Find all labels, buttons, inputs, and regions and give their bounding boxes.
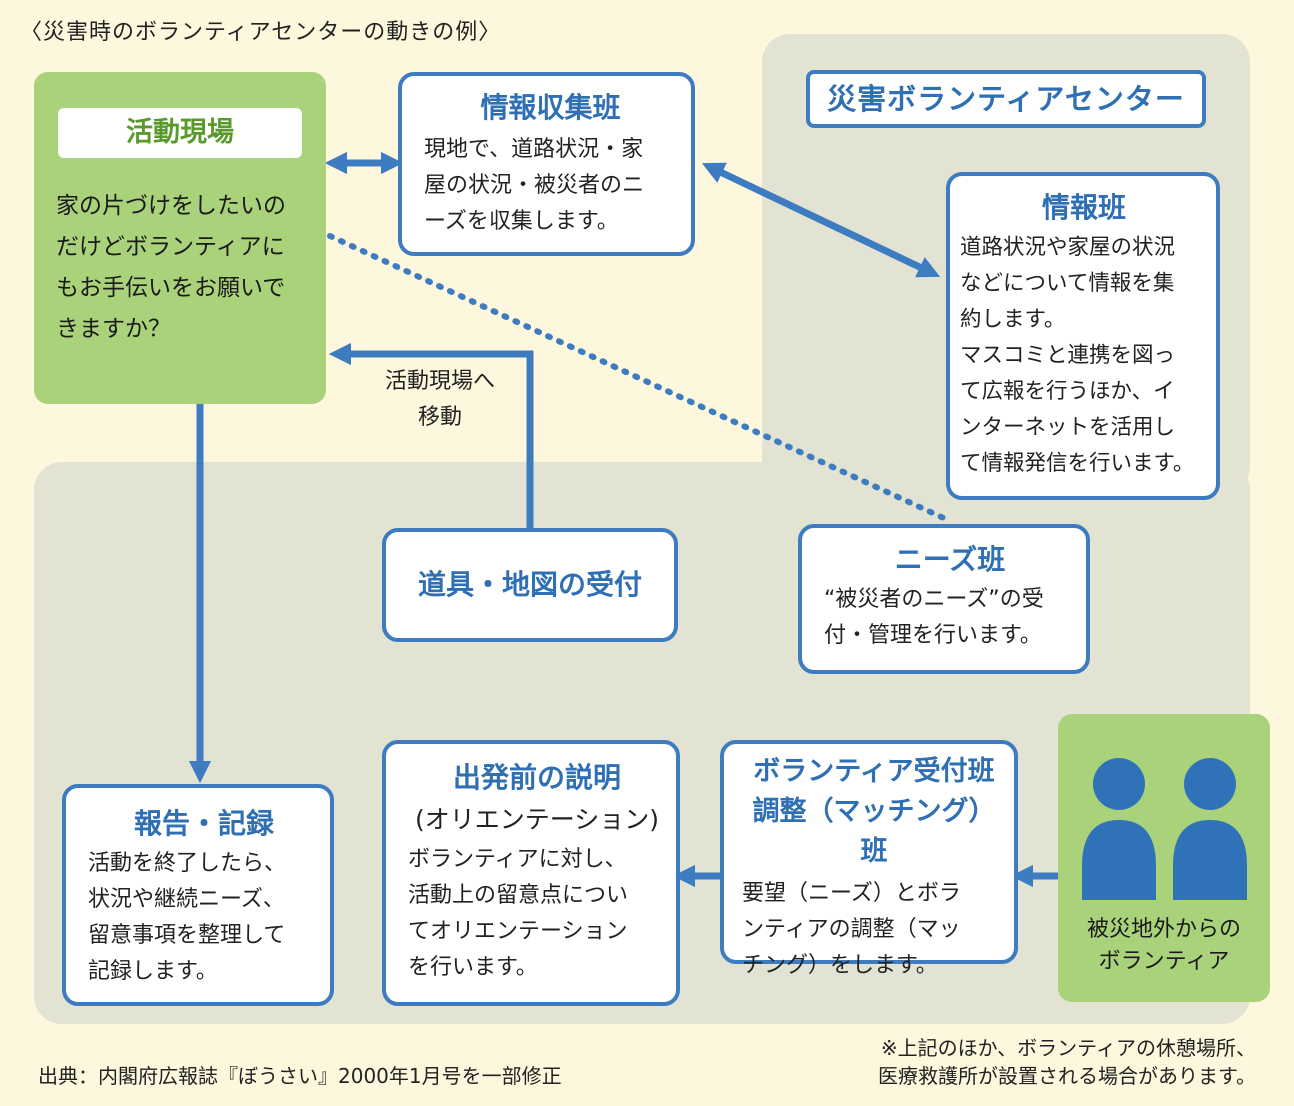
briefing-text: ボランティアに対し、 活動上の留意点につい てオリエンテーション を行います。 [408,842,666,986]
volunteers-people-icon [1082,758,1247,900]
info-team-text: 道路状況や家屋の状況 などについて情報を集 約します。 マスコミと連携を図っ て… [960,230,1208,482]
arrow-collection-infoteam [701,162,941,278]
text-line: 被災地外からの [1086,917,1241,942]
reception-title-2: 調整（マッチング）班 [752,796,996,867]
text-line: 要望（ニーズ）とボラ [742,881,961,906]
info-team-card: 情報班 道路状況や家屋の状況 などについて情報を集 約します。 マスコミと連携を… [946,172,1220,500]
text-line: ボランティア [1098,949,1230,974]
text-line: 付・管理を行います。 [824,623,1042,648]
text-line: 活動現場へ [384,369,495,394]
text-line: を行います。 [408,955,538,980]
text-line: 留意事項を整理して [88,923,286,948]
text-line: 記録します。 [88,959,218,984]
text-line: 状況や継続ニーズ、 [88,887,285,912]
text-line: マスコミと連携を図っ [960,343,1176,368]
text-line: 約します。 [960,307,1066,332]
needs-team-text: “被災者のニーズ”の受 付・管理を行います。 [824,582,1076,654]
info-collection-title: 情報収集班 [480,91,621,124]
text-line: 屋の状況・被災者のニ [424,173,645,198]
text-line: 医療救護所が設置される場合があります。 [878,1064,1256,1088]
page-title: 〈災害時のボランティアセンターの動きの例〉 [20,20,502,45]
reception-card: ボランティア受付班 調整（マッチング）班 要望（ニーズ）とボラ ンティアの調整（… [720,740,1018,978]
activity-site-label: 活動現場 [54,104,306,162]
dotted-site-needs [327,233,951,523]
text-line: ーズを収集します。 [424,209,619,234]
briefing-subtitle: (オリエンテーション) [414,805,659,834]
briefing-card: 出発前の説明 (オリエンテーション) ボランティアに対し、 活動上の留意点につい… [382,740,680,1006]
footnote: ※上記のほか、ボランティアの休憩場所、 医療救護所が設置される場合があります。 [770,1034,1256,1090]
text-line: 道路状況や家屋の状況 [960,235,1176,260]
text-line: てオリエンテーション [408,919,628,944]
reception-text: 要望（ニーズ）とボラ ンティアの調整（マッ チング）をします。 [742,876,1006,984]
tools-map-title: 道具・地図の受付 [417,568,642,601]
arrow-tools-site [328,342,534,528]
needs-team-card: ニーズ班 “被災者のニーズ”の受 付・管理を行います。 [798,524,1090,674]
report-record-title: 報告・記録 [133,807,274,840]
text-line: 家の片づけをしたいの [56,193,286,219]
text-line: チング）をします。 [742,953,938,978]
text-line: だけどボランティアに [56,234,285,260]
text-line: 活動を終了したら、 [88,851,287,876]
report-record-text: 活動を終了したら、 状況や継続ニーズ、 留意事項を整理して 記録します。 [88,846,320,990]
outside-volunteers-label: 被災地外からの ボランティア [1058,914,1270,978]
info-collection-text: 現地で、道路状況・家 屋の状況・被災者のニ ーズを収集します。 [424,132,677,240]
move-to-site-label: 活動現場へ 移動 [370,364,510,436]
reception-title-1: ボランティア受付班 [753,756,995,787]
volunteer-center-title: 災害ボランティアセンター [806,70,1206,128]
tools-map-card: 道具・地図の受付 [382,528,678,642]
text-line: ンティアの調整（マッ [742,917,961,942]
text-line: 移動 [417,405,462,430]
text-line: 活動上の留意点につい [408,883,629,908]
needs-team-title: ニーズ班 [894,543,1006,576]
text-line: て広報を行うほか、イ [960,379,1175,404]
report-record-card: 報告・記録 活動を終了したら、 状況や継続ニーズ、 留意事項を整理して 記録しま… [62,784,334,1006]
text-line: などについて情報を集 [960,271,1175,296]
text-line: “被災者のニーズ”の受 [824,587,1044,612]
info-team-title: 情報班 [1041,191,1126,224]
text-line: もお手伝いをお願いで [56,275,286,301]
activity-site-text: 家の片づけをしたいの だけどボランティアに もお手伝いをお願いで きますか？ [56,186,318,350]
text-line: ※上記のほか、ボランティアの休憩場所、 [880,1036,1256,1060]
text-line: ンターネットを活用し [960,415,1176,440]
text-line: て情報発信を行います。 [960,451,1195,476]
info-collection-card: 情報収集班 現地で、道路状況・家 屋の状況・被災者のニ ーズを収集します。 [398,72,695,256]
text-line: 現地で、道路状況・家 [424,137,644,162]
text-line: ボランティアに対し、 [408,847,627,872]
briefing-title: 出発前の説明 [452,761,621,794]
source-citation: 出典：内閣府広報誌『ぼうさい』2000年1月号を一部修正 [38,1064,562,1088]
text-line: きますか？ [56,316,171,342]
